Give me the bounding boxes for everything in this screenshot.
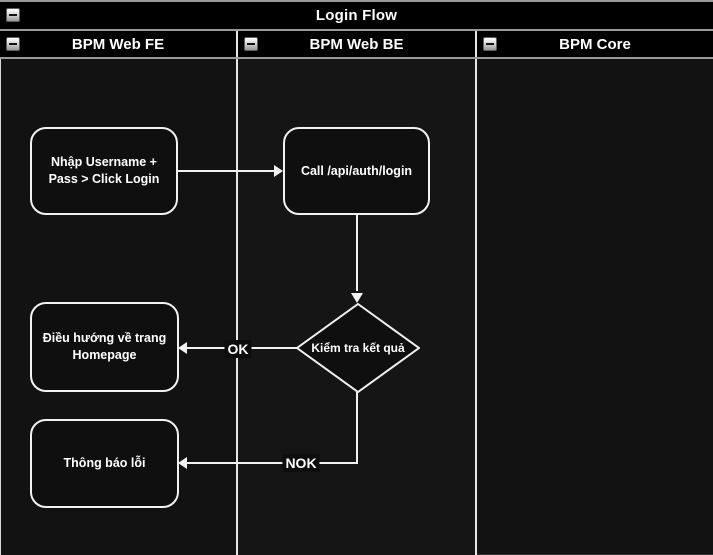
minus-icon <box>9 14 17 16</box>
edge-label-ok[interactable]: OK <box>224 340 252 358</box>
node-call-login-api[interactable]: Call /api/auth/login <box>283 127 430 215</box>
lane-header-bpm-web-be[interactable]: BPM Web BE <box>238 31 475 57</box>
lane-collapse-button[interactable] <box>244 37 258 51</box>
lane-divider <box>236 31 238 555</box>
arrowhead-down-icon <box>351 293 363 303</box>
connector-check-to-error-vertical <box>356 392 358 464</box>
node-check-result-decision[interactable]: Kiểm tra kết quả <box>295 302 421 394</box>
arrowhead-left-icon <box>178 457 187 469</box>
diamond-shape <box>295 302 421 394</box>
lane-header-bpm-core[interactable]: BPM Core <box>477 31 713 57</box>
lane-label: BPM Web FE <box>71 35 165 53</box>
minus-icon <box>247 43 255 45</box>
connector-check-to-error-horizontal <box>187 462 358 464</box>
pool-top-border <box>0 0 713 2</box>
pool-collapse-button[interactable] <box>6 8 20 22</box>
pool-title: Login Flow <box>315 7 398 24</box>
node-error-notice[interactable]: Thông báo lỗi <box>30 419 179 508</box>
header-divider-line <box>0 57 713 59</box>
lane-label: BPM Core <box>559 35 631 53</box>
minus-icon <box>486 43 494 45</box>
lane-divider <box>475 31 477 555</box>
lane-collapse-button[interactable] <box>6 37 20 51</box>
lane-label: BPM Web BE <box>309 35 404 53</box>
edge-label-nok[interactable]: NOK <box>282 454 320 472</box>
decision-label: Kiểm tra kết quả <box>311 341 405 355</box>
arrowhead-right-icon <box>274 165 283 177</box>
minus-icon <box>9 43 17 45</box>
lane-header-bpm-web-fe[interactable]: BPM Web FE <box>0 31 236 57</box>
connector-input-to-call <box>178 170 275 172</box>
node-input-credentials[interactable]: Nhập Username + Pass > Click Login <box>30 127 178 215</box>
title-divider-line <box>0 29 713 31</box>
lane-body-bpm-core <box>477 59 713 555</box>
pool-title-bar[interactable]: Login Flow <box>0 2 713 29</box>
arrowhead-left-icon <box>178 342 187 354</box>
connector-call-to-check <box>356 215 358 291</box>
lane-collapse-button[interactable] <box>483 37 497 51</box>
node-redirect-homepage[interactable]: Điều hướng về trang Homepage <box>30 302 179 392</box>
